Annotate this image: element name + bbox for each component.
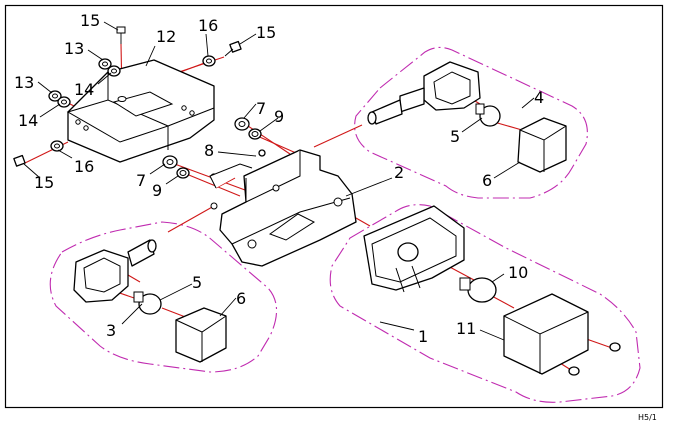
callout-14-left: 14 (18, 111, 38, 130)
washer-9-upper-icon (248, 128, 262, 140)
callout-5-left: 5 (192, 273, 202, 292)
callout-15-right: 15 (256, 23, 276, 42)
callout-6-left: 6 (236, 289, 246, 308)
part-4-right-signal-housing (367, 61, 481, 125)
part-2-plate-bracket (209, 149, 357, 267)
callout-5-right: 5 (450, 127, 460, 146)
washer-14-left-icon (57, 96, 71, 108)
screw-15-top-icon (116, 26, 126, 44)
part-1-tail-light-housing (363, 205, 465, 293)
callout-16-right: 16 (198, 16, 218, 35)
washer-16-left-icon (50, 140, 64, 152)
callout-12: 12 (156, 27, 176, 46)
part-5-right-bulb (475, 103, 501, 127)
nut-13-top-icon (98, 58, 112, 70)
callout-6-right: 6 (482, 171, 492, 190)
callout-15-top: 15 (80, 11, 100, 30)
callout-1: 1 (418, 327, 428, 346)
washer-16-right-icon (202, 55, 216, 67)
callout-16-left: 16 (74, 157, 94, 176)
screw-15-left-icon (13, 154, 26, 167)
part-6-left-lens (175, 307, 227, 363)
callout-7-upper: 7 (256, 99, 266, 118)
lens-screw-icon (568, 342, 621, 376)
group-outline-4 (354, 46, 588, 199)
callout-9-upper: 9 (274, 107, 284, 126)
leader-lines (23, 21, 535, 341)
nut-7-upper-icon (234, 117, 250, 131)
part-12-bracket-housing (66, 59, 215, 163)
group-outline-1 (329, 204, 641, 403)
part-11-lens (503, 293, 589, 375)
part-3-left-signal-housing (73, 239, 157, 303)
nut-13-left-icon (48, 90, 62, 102)
part-5-left-bulb (133, 291, 162, 315)
diagram-frame (4, 4, 664, 409)
callout-13-left: 13 (14, 73, 34, 92)
callout-7-lower: 7 (136, 171, 146, 190)
callout-15-left: 15 (34, 173, 54, 192)
callout-9-lower: 9 (152, 181, 162, 200)
callout-13-top: 13 (64, 39, 84, 58)
callout-3: 3 (106, 321, 116, 340)
part-6-right-lens (517, 117, 567, 173)
callout-11: 11 (456, 319, 476, 338)
nut-7-lower-icon (162, 155, 178, 169)
screw-15-right-icon (224, 40, 242, 57)
callout-labels: 15 13 14 12 16 15 13 14 16 15 7 9 8 7 9 … (14, 11, 544, 346)
callout-8: 8 (204, 141, 214, 160)
callout-4: 4 (534, 88, 544, 107)
washer-9-lower-icon (176, 167, 190, 179)
figure-code: H5/1 (638, 413, 657, 422)
callout-10: 10 (508, 263, 528, 282)
part-10-bulb (459, 277, 497, 303)
callout-14-top: 14 (74, 80, 94, 99)
callout-2: 2 (394, 163, 404, 182)
hardware-items (13, 26, 621, 376)
group-outline-3 (49, 221, 278, 373)
